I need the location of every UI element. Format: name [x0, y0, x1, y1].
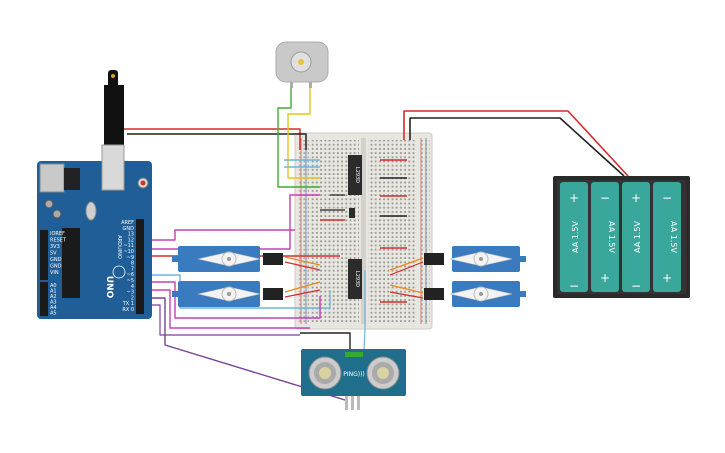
- pin-label: 12: [128, 237, 134, 243]
- battery-cell-label: AA 1.5V: [607, 221, 616, 253]
- board-brand-label: ARDUINO: [116, 235, 122, 259]
- pin-label: TX 1: [122, 301, 134, 307]
- pin-label: AREF: [121, 220, 134, 226]
- small-component: [349, 208, 355, 218]
- pin-label: GND: [50, 257, 62, 263]
- pin-label: 4: [131, 284, 134, 290]
- pin-label: A4: [50, 305, 57, 311]
- pin-label: A0: [50, 283, 57, 289]
- usb-plug: [104, 85, 124, 145]
- motor-driver-chip-top[interactable]: L293D: [348, 155, 362, 195]
- ping-ultrasonic-sensor[interactable]: PING))): [301, 349, 406, 410]
- pin-label: A3: [50, 300, 57, 306]
- breadboard[interactable]: [294, 132, 433, 330]
- svg-text:+: +: [662, 271, 672, 285]
- pin-label: VIN: [50, 270, 59, 276]
- servo-left-bottom[interactable]: [172, 281, 283, 307]
- battery-cell-3: + − AA 1.5V: [622, 182, 650, 293]
- svg-text:−: −: [662, 191, 672, 205]
- svg-text:−: −: [631, 279, 641, 293]
- pin-label: ~9: [127, 255, 134, 261]
- sensor-pin[interactable]: [357, 396, 360, 410]
- pin-label: RX 0: [122, 307, 134, 313]
- servo-right-bottom[interactable]: [424, 281, 526, 307]
- battery-cell-label: AA 1.5V: [571, 221, 580, 253]
- servo-right-top[interactable]: [424, 246, 526, 272]
- pin-label: GND: [50, 264, 62, 270]
- microcontroller-chip: [62, 228, 80, 298]
- chip-label: L293D: [354, 271, 360, 287]
- pin-label: A5: [50, 311, 57, 317]
- battery-pack[interactable]: + − AA 1.5V − + AA 1.5V + − AA 1.5V − + …: [553, 176, 690, 298]
- board-model-label: UNO: [104, 276, 114, 299]
- pin-label: 8: [131, 261, 134, 267]
- pin-label: 3V3: [50, 244, 60, 250]
- pin-label: 13: [128, 232, 134, 238]
- sensor-pin[interactable]: [345, 396, 348, 410]
- pin-label: ~3: [127, 290, 134, 296]
- dc-motor[interactable]: [275, 41, 329, 88]
- servo-left-top[interactable]: [172, 246, 283, 272]
- battery-cell-label: AA 1.5V: [669, 221, 678, 253]
- chip-label: L293D: [354, 167, 360, 183]
- svg-text:−: −: [600, 191, 610, 205]
- sensor-pin[interactable]: [351, 396, 354, 410]
- battery-cell-label: AA 1.5V: [633, 221, 642, 253]
- pin-label: GND: [123, 226, 135, 232]
- sensor-pins: [345, 396, 360, 410]
- pin-label: ~10: [123, 249, 134, 255]
- battery-cell-1: + − AA 1.5V: [560, 182, 588, 293]
- motor-driver-chip-bottom[interactable]: L293D: [348, 259, 362, 299]
- power-header: [40, 230, 48, 280]
- arduino-logo-icon: [112, 265, 126, 279]
- sensor-led: [345, 352, 363, 357]
- svg-text:−: −: [569, 279, 579, 293]
- arduino-uno-board[interactable]: UNO ARDUINO AREFGND1312~11~10~987~6~54~3…: [37, 70, 152, 319]
- pin-label: IOREF: [50, 231, 65, 237]
- pin-label: A2: [50, 294, 57, 300]
- digital-header: [136, 219, 144, 314]
- battery-cell-4: − + AA 1.5V: [653, 182, 681, 292]
- pin-label: 7: [131, 266, 134, 272]
- pin-label: ~11: [123, 243, 134, 249]
- battery-cell-2: − + AA 1.5V: [591, 182, 619, 292]
- analog-header: [40, 282, 48, 316]
- svg-text:+: +: [600, 271, 610, 285]
- pin-label: ~5: [127, 278, 134, 284]
- sensor-label: PING))): [343, 371, 365, 378]
- svg-text:+: +: [569, 191, 579, 205]
- pin-label: RESET: [50, 238, 67, 244]
- pin-label: ~6: [127, 272, 134, 278]
- svg-text:+: +: [631, 191, 641, 205]
- pin-label: 5V: [50, 251, 57, 257]
- pin-label: 2: [131, 295, 134, 301]
- pin-label: A1: [50, 289, 57, 295]
